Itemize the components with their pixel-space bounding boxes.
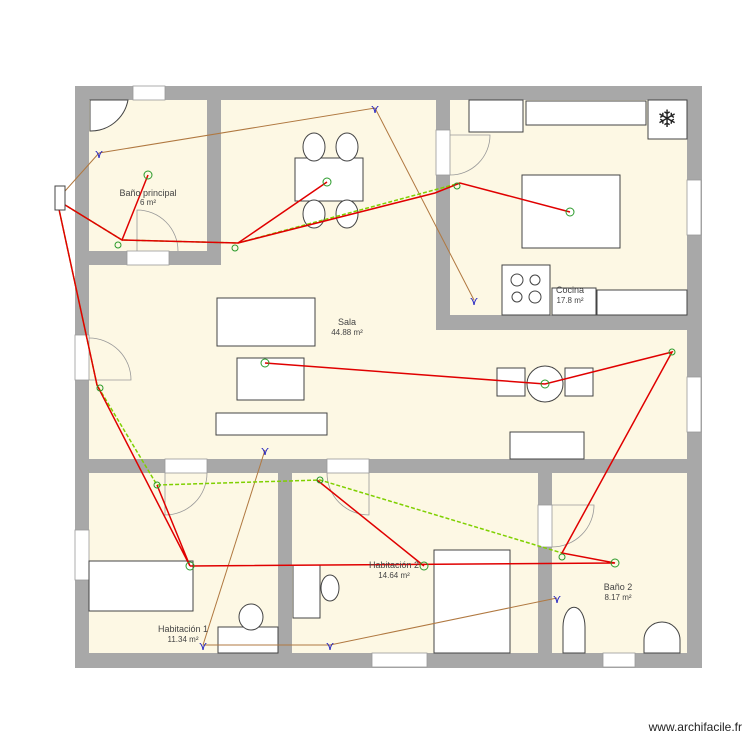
svg-text:⋎: ⋎ [95, 147, 104, 161]
svg-text:⋎: ⋎ [371, 102, 380, 116]
wardrobe [292, 564, 321, 619]
room-area: 17.8 m² [556, 296, 583, 305]
lamp-icons: ⋎ ⋎ ⋎ ⋎ ⋎ ⋎ ⋎ [95, 102, 562, 653]
lighting-circuit [56, 107, 475, 301]
lighting-circuit [203, 597, 558, 646]
light-points [96, 170, 676, 571]
bed-habitacion-2 [433, 549, 511, 654]
room-name: Baño 2 [604, 582, 633, 592]
room-name: Sala [338, 317, 356, 327]
sofa [216, 297, 316, 347]
svg-text:⋎: ⋎ [326, 639, 335, 653]
shelf [509, 431, 585, 460]
room-name: Habitación 2 [369, 560, 419, 570]
bed-habitacion-1 [88, 560, 194, 612]
dining-table [294, 157, 364, 202]
room-area: 14.64 m² [378, 571, 410, 580]
watermark: www.archifacile.fr [648, 720, 742, 734]
sink-icon [643, 621, 681, 654]
coffee-table [236, 357, 305, 401]
svg-text:⋎: ⋎ [553, 592, 562, 606]
windows [74, 85, 702, 668]
room-area: 44.88 m² [331, 328, 363, 337]
svg-text:⋎: ⋎ [261, 444, 270, 458]
room-area: 11.34 m² [168, 635, 199, 644]
corner-sink [89, 99, 129, 132]
svg-text:⋎: ⋎ [199, 639, 208, 653]
svg-text:⋎: ⋎ [470, 294, 479, 308]
room-name: Habitación 1 [158, 624, 208, 634]
room-name: Baño principal [119, 188, 176, 198]
tv-unit [215, 412, 328, 436]
room-name: Cocina [556, 285, 584, 295]
power-circuit [56, 199, 191, 567]
room-area: 6 m² [140, 198, 156, 207]
room-area: 8.17 m² [604, 593, 631, 602]
wiring [56, 107, 674, 646]
stove-icon [501, 264, 551, 316]
fridge-icon [647, 99, 688, 140]
kitchen-island [521, 174, 621, 249]
snowflake-icon: ❄ [657, 106, 677, 133]
desk [217, 626, 279, 654]
toilet-icon [562, 606, 586, 654]
power-circuit [189, 350, 674, 567]
electrical-panel [54, 185, 66, 211]
power-circuit [237, 182, 571, 244]
power-circuit [316, 479, 425, 567]
